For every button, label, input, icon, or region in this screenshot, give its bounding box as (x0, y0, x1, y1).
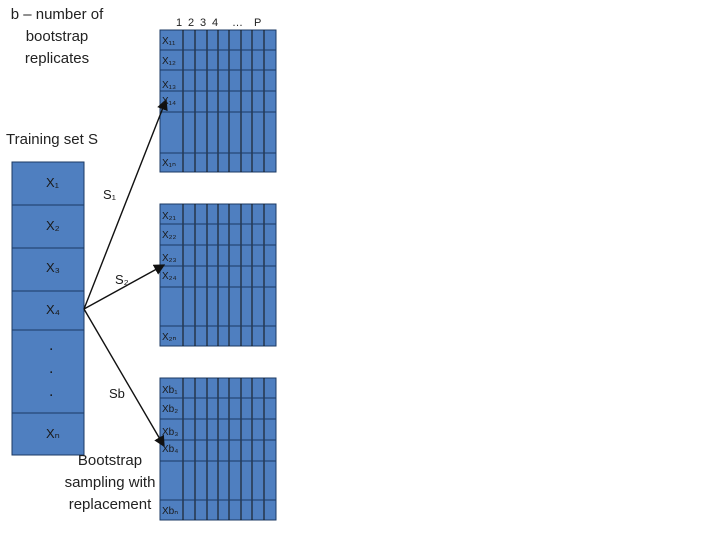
matrixb-row-1: Xb₁ (162, 385, 178, 396)
training-item-xn: Xₙ (46, 426, 60, 441)
matrixb-row-n: Xbₙ (162, 506, 179, 517)
training-set-label: Training set S (6, 131, 98, 148)
sampling-arrows (83, 98, 168, 448)
column-header-4: 4 (212, 17, 219, 29)
matrix1-row-2: X₁₂ (162, 56, 176, 67)
column-header-1: 1 (176, 17, 183, 29)
sample-label-sb: Sb (109, 386, 125, 401)
sample-matrix-2 (159, 203, 277, 347)
matrixb-row-3: Xb₃ (162, 427, 179, 438)
arrow-to-sb (83, 308, 165, 448)
matrix1-row-4: X₁₄ (162, 96, 177, 107)
sample-matrix-b (159, 377, 277, 521)
training-item-x1: X₁ (46, 175, 60, 190)
arrow-to-s2 (83, 264, 166, 310)
matrixb-row-2: Xb₂ (162, 404, 179, 415)
training-ellipsis-dot-1: . (49, 337, 54, 354)
training-ellipsis-dot-3: . (49, 383, 54, 400)
bootstrap-replicates-caption: b – number of bootstrap replicates (10, 6, 104, 67)
training-item-x4: X₄ (46, 302, 60, 317)
training-ellipsis-dot-2: . (49, 360, 54, 377)
matrix1-row-1: X₁₁ (162, 36, 176, 47)
sample-label-s1: S₁ (103, 187, 117, 202)
training-set-column (11, 161, 85, 456)
matrix1-row-n: X₁ₙ (162, 158, 177, 169)
matrix2-row-n: X₂ₙ (162, 332, 177, 343)
matrix2-row-3: X₂₃ (162, 253, 177, 264)
training-item-x2: X₂ (46, 218, 60, 233)
column-header-ellipsis: … (232, 17, 243, 29)
sample-matrix-1 (159, 29, 277, 173)
matrix2-row-4: X₂₄ (162, 271, 177, 282)
column-header-2: 2 (188, 17, 195, 29)
matrixb-row-4: Xb₄ (162, 444, 179, 455)
sample-label-s2: S₂ (115, 272, 129, 287)
matrix2-row-2: X₂₂ (162, 230, 177, 241)
column-header-3: 3 (200, 17, 207, 29)
arrow-to-s1 (83, 98, 168, 310)
column-header-p: P (254, 17, 262, 29)
bootstrap-sampling-caption: Bootstrap sampling with replacement (64, 452, 156, 513)
training-item-x3: X₃ (46, 260, 60, 275)
matrix1-row-3: X₁₃ (162, 80, 177, 91)
matrix2-row-1: X₂₁ (162, 211, 176, 222)
